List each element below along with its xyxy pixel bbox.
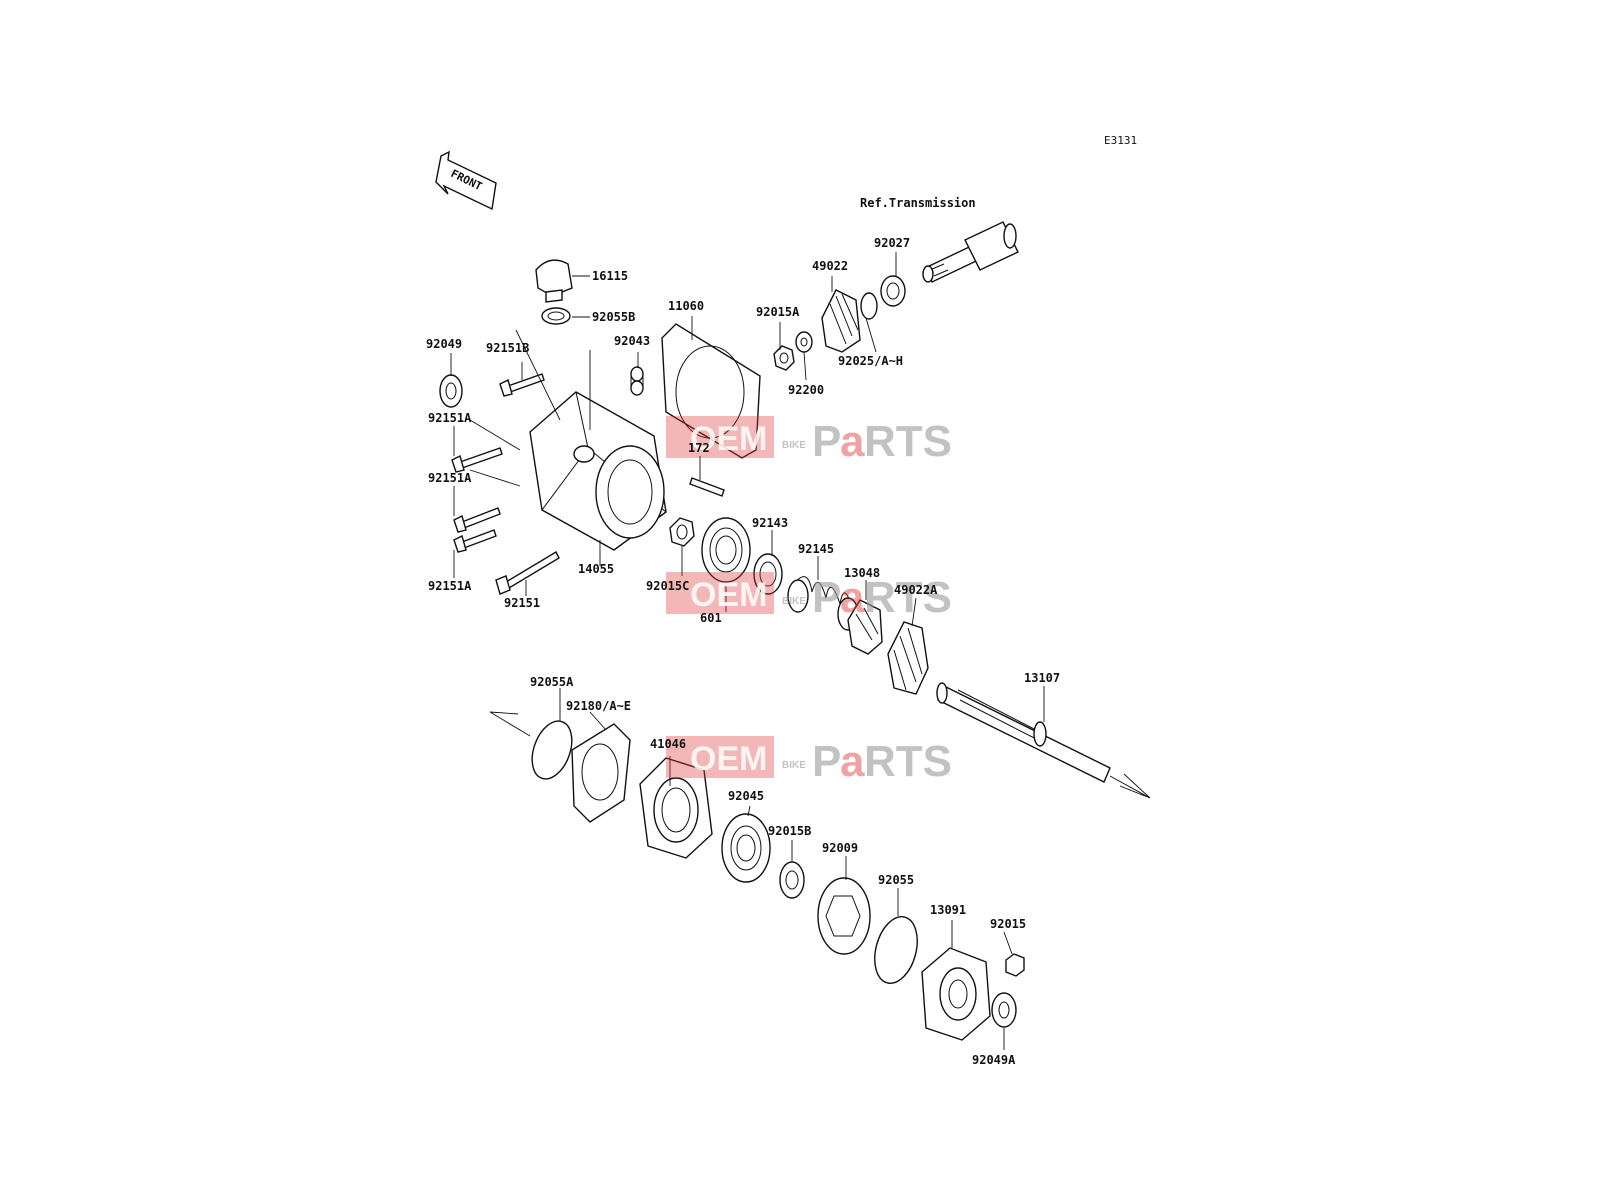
part-92025-shim	[860, 292, 878, 320]
watermark-3-bike: BIKE	[782, 760, 806, 771]
ref-transmission-label: Ref.Transmission	[860, 196, 976, 210]
label-41046: 41046	[650, 737, 686, 751]
label-13107: 13107	[1024, 671, 1060, 685]
label-92049A: 92049A	[972, 1053, 1016, 1067]
label-92180: 92180/A~E	[566, 699, 631, 713]
watermark-2-oem: OEM	[690, 576, 767, 614]
part-13091-cover	[921, 947, 991, 1041]
diagram-code: E3131	[1104, 134, 1137, 147]
label-11060: 11060	[668, 299, 704, 313]
label-92043: 92043	[614, 334, 650, 348]
watermark-3-rts: RTS	[864, 737, 952, 786]
label-13048: 13048	[844, 566, 880, 580]
label-92143: 92143	[752, 516, 788, 530]
label-92015C: 92015C	[646, 579, 689, 593]
pointer-arrow-icon	[489, 711, 531, 737]
transmission-shaft	[922, 221, 1019, 283]
label-92015: 92015	[990, 917, 1026, 931]
part-92055B-oring	[541, 307, 571, 325]
leader-lines	[450, 252, 1045, 1050]
part-13107-shaft	[936, 682, 1151, 799]
watermark-2-rts: RTS	[864, 573, 952, 622]
label-92151B: 92151B	[486, 341, 529, 355]
label-92145: 92145	[798, 542, 834, 556]
part-92015-nut	[1005, 953, 1025, 977]
watermark-1-p: P	[812, 417, 841, 466]
part-92180-shim	[571, 723, 631, 823]
part-92151A-bolt-1	[451, 447, 503, 473]
part-13048-dog	[847, 599, 883, 655]
label-92055A: 92055A	[530, 675, 574, 689]
watermark-2-bike: BIKE	[782, 596, 806, 607]
part-92055A-oring	[531, 720, 573, 780]
part-92049A-seal	[991, 992, 1017, 1028]
label-92045: 92045	[728, 789, 764, 803]
part-92027-ring	[880, 275, 906, 307]
watermark-3-a: a	[840, 737, 865, 786]
label-92200: 92200	[788, 383, 824, 397]
watermark-2: OEM BIKE P a RTS	[666, 572, 952, 622]
watermark-2-p: P	[812, 573, 841, 622]
label-49022A: 49022A	[894, 583, 938, 597]
label-172: 172	[688, 441, 710, 455]
label-92009: 92009	[822, 841, 858, 855]
label-601: 601	[700, 611, 722, 625]
label-92049: 92049	[426, 337, 462, 351]
part-92015C-nut	[669, 517, 695, 547]
watermark-1: OEM BIKE P a RTS	[666, 416, 952, 466]
part-92151A-bolt-2	[453, 507, 501, 533]
part-92055-oring	[874, 916, 918, 984]
label-92151A-3: 92151A	[428, 579, 472, 593]
part-92151A-bolt-3	[453, 529, 497, 553]
part-172-stud	[689, 477, 725, 497]
part-92043-pin	[630, 366, 644, 396]
part-92151B-bolt	[499, 373, 545, 397]
label-16115: 16115	[592, 269, 628, 283]
watermark-3: OEM BIKE P a RTS	[666, 736, 952, 786]
watermark-1-a: a	[840, 417, 865, 466]
part-11060-gasket	[661, 323, 761, 459]
part-14055-housing	[529, 391, 667, 551]
part-92009-cap	[817, 877, 871, 955]
part-16115-plug	[535, 259, 573, 303]
part-92049-seal	[439, 374, 463, 408]
label-92027: 92027	[874, 236, 910, 250]
watermark-3-oem: OEM	[690, 740, 767, 778]
label-13091: 13091	[930, 903, 966, 917]
watermark-3-p: P	[812, 737, 841, 786]
watermark-1-bg	[666, 416, 774, 458]
front-arrow-icon: FRONT	[435, 150, 497, 211]
label-92151A-2: 92151A	[428, 471, 472, 485]
part-92015B-nut	[779, 861, 805, 899]
label-92015A: 92015A	[756, 305, 800, 319]
part-92143-collar	[753, 553, 783, 595]
label-92055B: 92055B	[592, 310, 635, 324]
label-92151A-1: 92151A	[428, 411, 472, 425]
watermark-1-bike: BIKE	[782, 440, 806, 451]
part-49022A-gear	[887, 621, 929, 695]
watermark-3-bg	[666, 736, 774, 778]
part-92200-washer	[795, 331, 813, 353]
part-41046-holder	[639, 757, 713, 859]
watermark-2-bg	[666, 572, 774, 614]
part-92015A-nut	[773, 345, 795, 371]
label-92025: 92025/A~H	[838, 354, 903, 368]
label-92015B: 92015B	[768, 824, 811, 838]
part-92151-bolt	[495, 551, 560, 595]
part-labels: 16115 92055B 11060 92043 92015A 49022 92…	[426, 236, 1060, 1067]
watermark-2-a: a	[840, 573, 865, 622]
label-92151: 92151	[504, 596, 540, 610]
part-92045-bearing	[721, 813, 771, 883]
watermark-1-rts: RTS	[864, 417, 952, 466]
label-92055: 92055	[878, 873, 914, 887]
part-49022-gear	[821, 289, 861, 353]
label-49022: 49022	[812, 259, 848, 273]
label-14055: 14055	[578, 562, 614, 576]
watermark-1-oem: OEM	[690, 420, 767, 458]
